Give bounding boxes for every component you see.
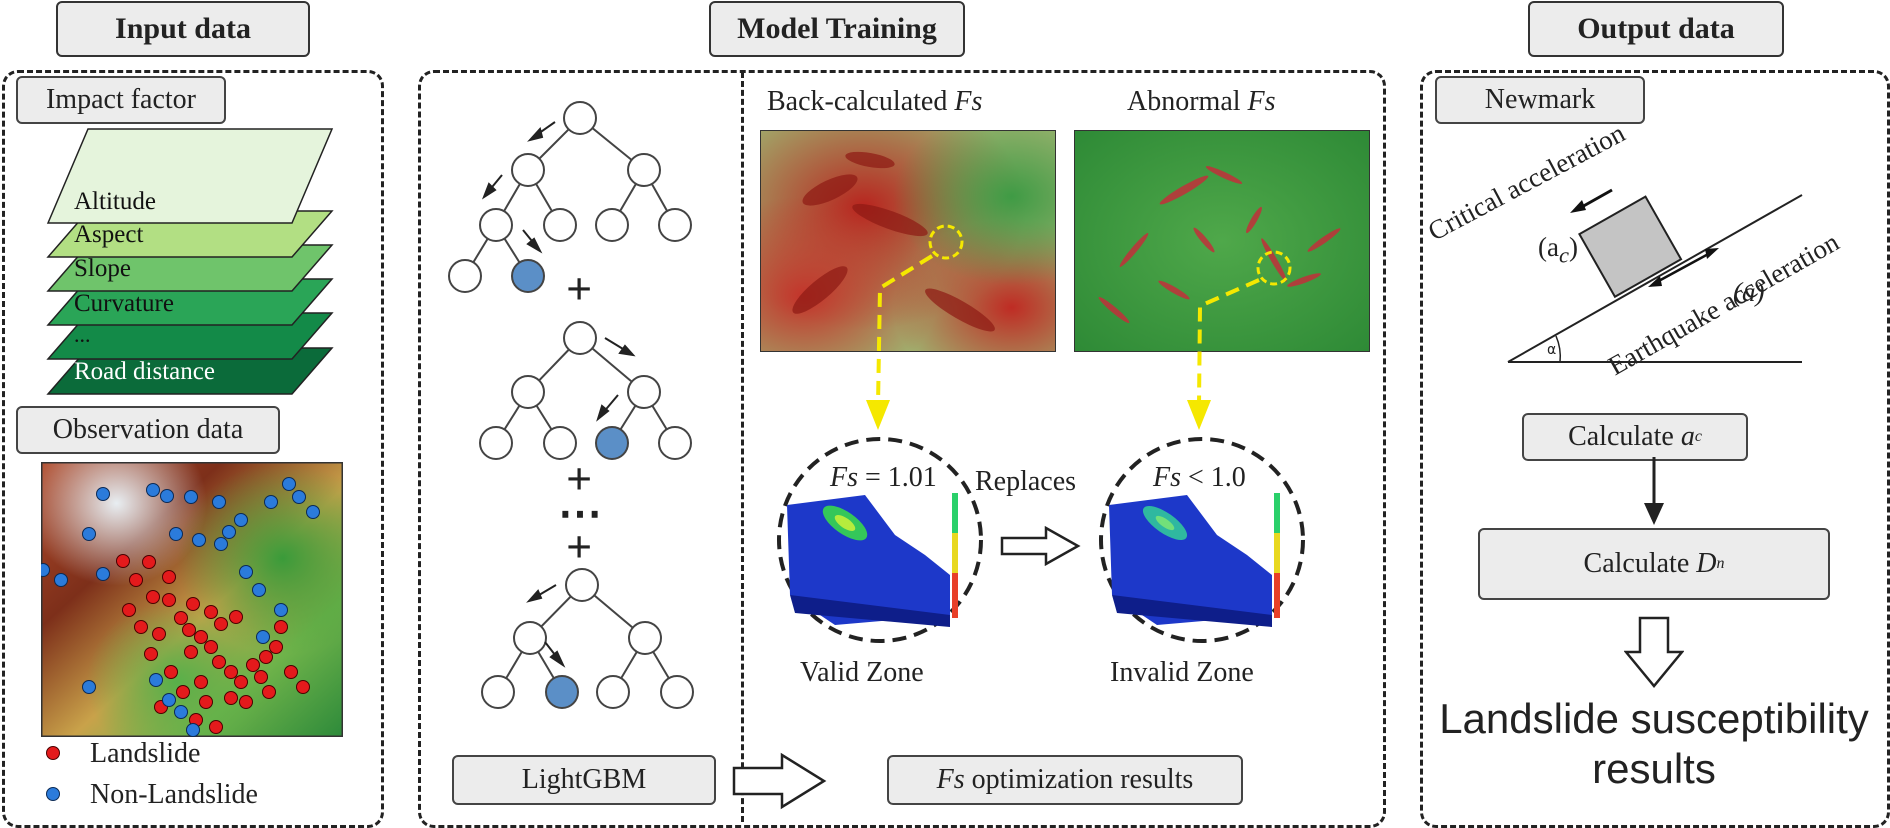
observation-map xyxy=(41,462,343,737)
tree-nodes xyxy=(448,101,694,709)
landslide-points xyxy=(116,554,310,734)
calc-flow-arrow xyxy=(1644,457,1664,525)
non-landslide-points xyxy=(41,477,320,737)
layer-altitude xyxy=(46,128,334,224)
replaces-label: Replaces xyxy=(975,466,1077,497)
invalid-zone-label: Invalid Zone xyxy=(1110,657,1254,688)
back-calculated-fs-title: Back-calculated Fs xyxy=(767,86,983,117)
invalid-zone-model xyxy=(1099,437,1305,643)
plus-sign-1: + xyxy=(566,263,593,314)
training-divider xyxy=(741,72,744,822)
abnormal-fs-title: Abnormal Fs xyxy=(1127,86,1276,117)
abnormal-fs-map xyxy=(1074,130,1370,352)
layer-label-road-distance: Road distance xyxy=(74,358,215,385)
plus-sign-2: + xyxy=(566,453,593,504)
lightgbm-label: LightGBM xyxy=(452,755,716,805)
layer-label-aspect: Aspect xyxy=(74,221,144,248)
critical-acceleration-symbol: (ac) xyxy=(1538,232,1578,268)
invalid-fs-value: Fs < 1.0 xyxy=(1153,462,1246,493)
fs-optimization-results: Fs optimization results xyxy=(887,755,1243,805)
valid-zone-model xyxy=(777,437,983,643)
ellipsis-dots: ⋯ xyxy=(558,489,602,538)
lightgbm-to-results-arrow xyxy=(732,752,827,810)
header-input-data: Input data xyxy=(56,1,310,57)
legend-landslide-marker xyxy=(46,746,60,760)
landslide-susceptibility-results-line2: results xyxy=(1592,745,1716,792)
alpha-angle-label: α xyxy=(1547,342,1557,358)
factor-layer-stack xyxy=(46,128,334,395)
earthquake-acceleration-symbol: (a) xyxy=(1733,277,1765,307)
valid-zone-label: Valid Zone xyxy=(800,657,924,688)
newmark-sliding-block-diagram xyxy=(1507,188,1803,363)
back-calculated-fs-map xyxy=(760,130,1056,352)
layer-label-altitude: Altitude xyxy=(74,188,156,215)
decision-tree-ensemble xyxy=(448,101,694,709)
layer-label-ellipsis: ... xyxy=(74,322,91,347)
header-model-training: Model Training xyxy=(709,1,965,57)
newmark-label: Newmark xyxy=(1435,76,1645,124)
layer-label-curvature: Curvature xyxy=(74,290,174,317)
to-susceptibility-arrow xyxy=(1624,616,1684,688)
landslide-susceptibility-results-line1: Landslide susceptibility xyxy=(1439,695,1869,742)
legend-non-landslide-label: Non-Landslide xyxy=(90,779,258,810)
replaces-arrow xyxy=(1000,526,1081,566)
observation-data-label: Observation data xyxy=(16,406,280,454)
tree-path-arrows xyxy=(481,121,636,668)
impact-factor-label: Impact factor xyxy=(16,76,226,124)
valid-fs-value: Fs = 1.01 xyxy=(830,462,937,493)
tree-leaf-highlights xyxy=(511,259,629,709)
plus-sign-3: + xyxy=(566,521,593,572)
legend-landslide-label: Landslide xyxy=(90,738,201,769)
layer-label-slope: Slope xyxy=(74,255,131,282)
header-output-data: Output data xyxy=(1528,1,1784,57)
legend-non-landslide-marker xyxy=(46,787,60,801)
